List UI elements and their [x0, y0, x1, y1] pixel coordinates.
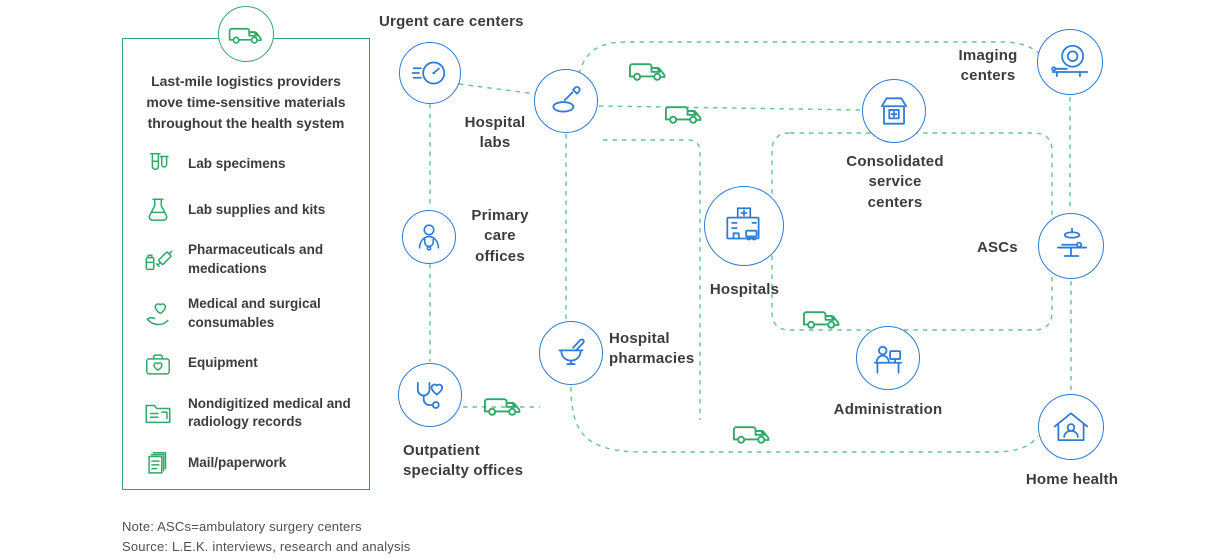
- node-home-health: [1038, 394, 1104, 460]
- pipette-dish-icon: [552, 86, 581, 113]
- node-consolidated-service-centers: [862, 79, 926, 143]
- service-building-icon: [880, 97, 908, 125]
- footnotes: Note: ASCs=ambulatory surgery centers So…: [122, 517, 411, 557]
- node-imaging-centers: [1037, 29, 1103, 95]
- legend-item-label: Lab specimens: [188, 155, 286, 171]
- node-outpatient-specialty-offices: [398, 363, 462, 427]
- route-hospitals-loop: [603, 139, 701, 420]
- node-label-hospitals: Hospitals: [709, 281, 780, 298]
- delivery-van-icon: [482, 391, 524, 419]
- legend-item-mail: Mail/paperwork: [143, 448, 357, 478]
- stethoscope-heart-icon: [416, 381, 444, 409]
- legend-item-records: Nondigitized medical and radiology recor…: [143, 395, 357, 433]
- legend-item-pharmaceuticals: Pharmaceuticals and medications: [143, 241, 357, 279]
- legend-item-label: Lab supplies and kits: [188, 201, 326, 217]
- delivery-van-icon: [227, 21, 265, 47]
- node-label-imaging-centers: Imaging centers: [958, 47, 1018, 85]
- node-hospital-pharmacies: [539, 321, 603, 385]
- legend-item-equipment: Equipment: [143, 349, 357, 379]
- test-tubes-icon: [143, 149, 175, 179]
- legend-item-lab-specimens: Lab specimens: [143, 149, 357, 179]
- mortar-pestle-icon: [558, 338, 585, 365]
- node-label-outpatient-specialty-offices: Outpatient specialty offices: [403, 442, 524, 480]
- papers-icon: [143, 448, 175, 478]
- surgery-table-icon: [1056, 227, 1088, 257]
- node-urgent-care-centers: [399, 42, 461, 104]
- source-text: Source: L.E.K. interviews, research and …: [122, 539, 411, 555]
- home-care-icon: [1053, 412, 1089, 442]
- node-label-consolidated-service-centers: Consolidated service centers: [846, 153, 944, 211]
- node-administration: [856, 326, 920, 390]
- legend-item-label: Medical and surgical consumables: [188, 295, 321, 330]
- route-urgent-to-labs: [458, 83, 537, 95]
- node-hospitals: [704, 186, 784, 266]
- delivery-van-icon: [627, 56, 669, 84]
- node-label-primary-care-offices: Primary care offices: [471, 207, 529, 265]
- delivery-van-icon: [731, 419, 773, 447]
- legend-item-consumables: Medical and surgical consumables: [143, 295, 357, 333]
- legend-item-label: Equipment: [188, 355, 258, 371]
- speedometer-icon: [411, 61, 446, 85]
- legend-item-label: Mail/paperwork: [188, 454, 287, 470]
- node-ascs: [1038, 213, 1104, 279]
- first-aid-kit-icon: [143, 349, 175, 379]
- note-text: Note: ASCs=ambulatory surgery centers: [122, 519, 362, 534]
- node-label-ascs: ASCs: [977, 239, 1018, 256]
- legend-item-lab-supplies: Lab supplies and kits: [143, 195, 357, 225]
- route-bottom-to-home-health: [570, 386, 1039, 453]
- hand-heart-icon: [143, 299, 175, 329]
- node-label-home-health: Home health: [1025, 471, 1119, 488]
- delivery-van-icon: [801, 304, 843, 332]
- route-labs-to-consolidated: [598, 105, 862, 111]
- admin-desk-icon: [873, 345, 903, 374]
- hospital-building-icon: [726, 207, 760, 241]
- node-label-urgent-care-centers: Urgent care centers: [379, 13, 524, 30]
- legend-item-label: Pharmaceuticals and medications: [188, 242, 324, 276]
- node-label-hospital-labs: Hospital labs: [464, 114, 526, 152]
- delivery-van-icon: [663, 99, 705, 127]
- mri-scanner-icon: [1051, 44, 1089, 78]
- node-hospital-labs: [534, 69, 598, 133]
- flask-icon: [143, 195, 175, 225]
- node-label-hospital-pharmacies: Hospital pharmacies: [609, 330, 695, 368]
- node-label-administration: Administration: [833, 401, 943, 418]
- legend-items: Lab specimens Lab supplies and kits: [143, 149, 357, 478]
- folder-records-icon: [143, 398, 175, 428]
- doctor-icon: [418, 224, 440, 251]
- route-right-loop: [771, 132, 1053, 331]
- legend-van-badge: [218, 6, 274, 62]
- syringe-vial-icon: [143, 245, 175, 275]
- legend-panel: Last-mile logistics providers move time-…: [122, 38, 370, 490]
- legend-item-label: Nondigitized medical and radiology recor…: [188, 395, 351, 430]
- legend-title: Last-mile logistics providers move time-…: [146, 73, 346, 131]
- node-primary-care-offices: [402, 210, 456, 264]
